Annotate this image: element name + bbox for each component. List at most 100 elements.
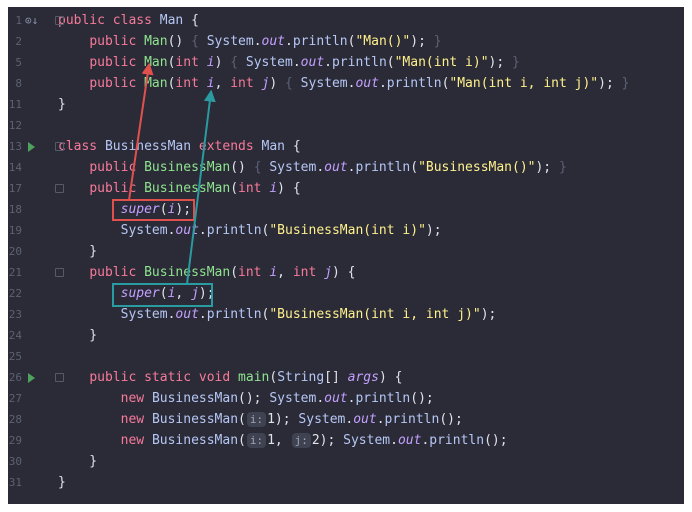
- code-line[interactable]: new BusinessMan(); System.out.println();: [58, 388, 434, 409]
- implemented-gutter-icon[interactable]: ⊙↓: [25, 14, 39, 27]
- code-token: (: [159, 286, 168, 301]
- fold-marker-icon[interactable]: [55, 184, 64, 193]
- fold-marker-icon[interactable]: [55, 16, 64, 25]
- code-token: ) {: [331, 265, 356, 280]
- code-token: println: [429, 433, 485, 448]
- code-token: ();: [410, 391, 434, 406]
- code-token: "BusinessMan()": [418, 160, 536, 175]
- run-gutter-icon[interactable]: [28, 373, 35, 383]
- code-token: println: [355, 160, 411, 175]
- code-token: BusinessMan: [104, 139, 199, 154]
- code-token: );: [598, 76, 622, 91]
- code-token: [58, 307, 121, 322]
- line-number: 12: [8, 119, 22, 132]
- code-token: System: [245, 55, 293, 70]
- line-number: 22: [8, 287, 22, 300]
- code-token: ();: [439, 412, 463, 427]
- code-token: []: [324, 370, 348, 385]
- code-line[interactable]: public BusinessMan(int i, int j) {: [58, 262, 355, 283]
- line-number: 29: [8, 434, 22, 447]
- code-token: "Man(int i, int j)": [449, 76, 599, 91]
- code-line[interactable]: public class Man {: [58, 10, 199, 31]
- code-token: Man: [144, 34, 168, 49]
- code-line[interactable]: public Man() { System.out.println("Man()…: [58, 31, 442, 52]
- code-token: extends: [198, 139, 262, 154]
- code-token: "Man(int i)": [394, 55, 489, 70]
- code-token: out: [355, 76, 379, 91]
- code-token: static: [144, 370, 199, 385]
- code-token: BusinessMan: [151, 391, 239, 406]
- code-token: System: [120, 307, 168, 322]
- code-line[interactable]: }: [58, 325, 97, 346]
- code-token: {: [191, 13, 199, 28]
- code-token: }: [558, 160, 567, 175]
- code-line[interactable]: }: [58, 241, 97, 262]
- code-line[interactable]: }: [58, 94, 66, 115]
- code-token: .: [345, 412, 354, 427]
- code-token: (): [167, 34, 192, 49]
- fold-marker-icon[interactable]: [55, 373, 64, 382]
- code-token: .: [421, 433, 430, 448]
- code-token: out: [324, 160, 348, 175]
- code-line[interactable]: System.out.println("BusinessMan(int i)")…: [58, 220, 442, 241]
- code-token: out: [175, 223, 199, 238]
- code-line[interactable]: public static void main(String[] args) {: [58, 367, 402, 388]
- line-number: 25: [8, 350, 22, 363]
- code-line[interactable]: }: [58, 451, 97, 472]
- code-token: );: [488, 55, 513, 70]
- code-token: println: [206, 307, 262, 322]
- code-token: class: [112, 13, 160, 28]
- code-line[interactable]: }: [58, 472, 66, 493]
- code-line[interactable]: System.out.println("BusinessMan(int i, i…: [58, 304, 497, 325]
- code-token: (: [230, 265, 239, 280]
- code-token: }: [58, 328, 98, 343]
- code-token: }: [433, 34, 442, 49]
- code-line[interactable]: class BusinessMan extends Man {: [58, 136, 301, 157]
- code-token: out: [300, 55, 325, 70]
- code-line[interactable]: public BusinessMan() { System.out.printl…: [58, 157, 567, 178]
- code-token: new: [120, 412, 152, 427]
- code-token: Man: [144, 76, 168, 91]
- code-line[interactable]: super(i);: [58, 199, 191, 220]
- code-token: ,: [277, 265, 293, 280]
- code-token: out: [261, 34, 286, 49]
- code-token: (: [159, 202, 168, 217]
- parameter-hint: i:: [246, 412, 267, 427]
- code-token: (: [441, 76, 450, 91]
- code-token: ) {: [378, 370, 403, 385]
- code-token: .: [316, 391, 325, 406]
- line-number: 26: [8, 371, 22, 384]
- code-token: System: [300, 76, 348, 91]
- code-token: System: [269, 160, 317, 175]
- line-number: 23: [8, 308, 22, 321]
- code-token: }: [58, 454, 98, 469]
- code-token: ();: [484, 433, 508, 448]
- code-line[interactable]: super(i, j);: [58, 283, 215, 304]
- code-token: [58, 76, 89, 91]
- fold-marker-icon[interactable]: [55, 268, 64, 277]
- code-token: .: [198, 307, 207, 322]
- code-token: "BusinessMan(int i)": [269, 223, 426, 238]
- code-token: args: [347, 370, 379, 385]
- parameter-hint: j:: [291, 433, 311, 448]
- code-line[interactable]: public Man(int i) { System.out.println("…: [58, 52, 520, 73]
- code-token: out: [397, 433, 422, 448]
- code-editor[interactable]: 1⊙↓public class Man {2 public Man() { Sy…: [8, 7, 684, 504]
- fold-marker-icon[interactable]: [55, 142, 64, 151]
- code-token: ) {: [277, 181, 301, 196]
- code-token: new: [120, 433, 152, 448]
- code-token: }: [58, 97, 66, 112]
- code-line[interactable]: public BusinessMan(int i) {: [58, 178, 301, 199]
- code-line[interactable]: new BusinessMan(i:1); System.out.println…: [58, 409, 463, 430]
- code-line[interactable]: public Man(int i, int j) { System.out.pr…: [58, 73, 629, 94]
- code-token: System: [120, 223, 168, 238]
- line-number: 30: [8, 455, 22, 468]
- code-token: public: [58, 13, 113, 28]
- run-gutter-icon[interactable]: [28, 142, 35, 152]
- code-token: }: [512, 55, 520, 70]
- code-line[interactable]: new BusinessMan(i:1, j:2); System.out.pr…: [58, 430, 508, 451]
- code-token: .: [347, 160, 356, 175]
- code-token: "Man()": [355, 34, 411, 49]
- code-token: public: [89, 181, 145, 196]
